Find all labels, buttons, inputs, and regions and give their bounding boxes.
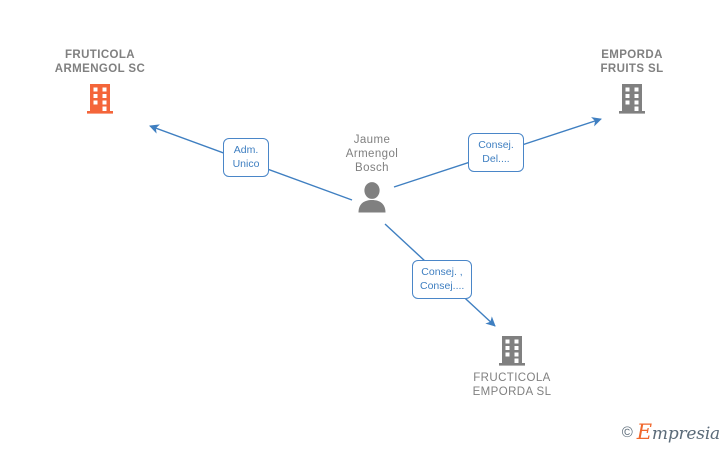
building-icon	[618, 82, 646, 114]
node-label-fruticola-armengol-sc: FRUTICOLA ARMENGOL SC	[54, 49, 146, 75]
copyright-icon: ©	[621, 423, 633, 441]
empresia-logo-rest: mpresia	[651, 424, 720, 444]
empresia-watermark: © Empresia	[622, 420, 720, 444]
empresia-logo: Empresia	[637, 420, 720, 444]
node-fruticola-armengol-sc[interactable]: FRUTICOLA ARMENGOL SC	[20, 48, 180, 114]
edge-label-consej-del[interactable]: Consej. Del....	[468, 133, 524, 172]
node-label-jaume-armengol-bosch: Jaume Armengol Bosch	[345, 134, 399, 174]
node-fructicola-emporda-sl[interactable]: FRUCTICOLA EMPORDA SL	[432, 334, 592, 399]
person-icon	[355, 181, 389, 213]
node-label-fructicola-emporda-sl: FRUCTICOLA EMPORDA SL	[472, 372, 552, 398]
building-icon	[498, 334, 526, 366]
empresia-logo-initial: E	[636, 420, 652, 444]
node-jaume-armengol-bosch[interactable]: Jaume Armengol Bosch	[292, 133, 452, 213]
edge-label-consej-consej[interactable]: Consej. , Consej....	[412, 260, 472, 299]
node-emporda-fruits-sl[interactable]: EMPORDA FRUITS SL	[552, 48, 712, 114]
building-icon	[86, 82, 114, 114]
node-label-emporda-fruits-sl: EMPORDA FRUITS SL	[600, 49, 664, 75]
edge-label-adm-unico[interactable]: Adm. Unico	[223, 138, 269, 177]
